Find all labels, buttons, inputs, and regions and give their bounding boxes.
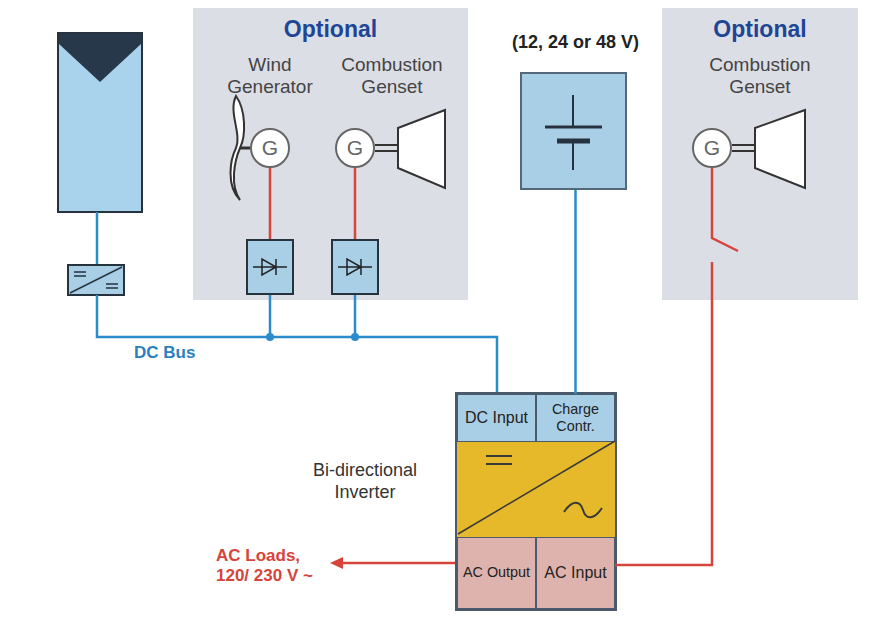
node-heading: G bbox=[701, 135, 723, 160]
engine-shaft bbox=[375, 145, 398, 151]
inverter-block: Bi-directional InverterDC InputCharge Co… bbox=[455, 392, 617, 611]
node-heading: Charge Contr. bbox=[537, 401, 614, 436]
rotor-shaft bbox=[240, 147, 250, 150]
generator-circle: G bbox=[335, 128, 375, 168]
node-heading: Bi-directional Inverter bbox=[287, 460, 443, 503]
node-heading: Optional bbox=[193, 16, 468, 44]
ac-wire bbox=[269, 168, 272, 240]
dc-wire bbox=[269, 294, 272, 337]
pv-module-band bbox=[59, 34, 141, 82]
engine-symbol bbox=[398, 110, 445, 188]
node-heading: DC Input bbox=[462, 408, 531, 427]
diode-symbol bbox=[338, 259, 372, 275]
inverter-diagonal bbox=[458, 441, 615, 534]
dcdc-converter bbox=[68, 265, 124, 295]
inverter-port-box: DC Input bbox=[457, 394, 536, 442]
ac-load-wire bbox=[340, 562, 455, 565]
engine-symbol bbox=[755, 110, 805, 188]
dc-wire bbox=[96, 212, 99, 265]
node-heading: G bbox=[344, 135, 366, 160]
node-heading: G bbox=[259, 135, 281, 160]
battery-plate bbox=[557, 139, 590, 144]
bus-label: DC Bus bbox=[134, 343, 224, 363]
dc-symbol bbox=[486, 456, 512, 464]
load-label: AC Loads, 120/ 230 V ~ bbox=[216, 546, 322, 587]
battery-box: (12, 24 or 48 V) bbox=[520, 72, 627, 190]
inverter-port-box: AC Output bbox=[457, 537, 536, 609]
wire-connector bbox=[615, 168, 738, 565]
junction-dot bbox=[351, 333, 359, 341]
dc-bus-wire bbox=[97, 295, 497, 392]
ac-wire bbox=[354, 168, 357, 240]
inverter-port-box: Charge Contr. bbox=[536, 394, 615, 442]
junction-dot bbox=[266, 333, 274, 341]
arrow-head bbox=[330, 557, 343, 569]
generator-circle: G bbox=[250, 128, 290, 168]
pv-module bbox=[58, 33, 142, 212]
rectifier-box bbox=[332, 240, 378, 294]
node-heading: (12, 24 or 48 V) bbox=[477, 32, 674, 54]
dc-wire bbox=[354, 294, 357, 337]
dc-symbol bbox=[74, 272, 118, 288]
diode-symbol bbox=[253, 259, 287, 275]
inverter-port-box: AC Input bbox=[536, 537, 615, 609]
ac-symbol bbox=[564, 503, 602, 518]
node-text: Combustion Genset bbox=[333, 54, 451, 98]
wire-connector bbox=[574, 190, 577, 394]
node-text: Combustion Genset bbox=[700, 54, 820, 98]
battery-lead bbox=[572, 95, 574, 170]
battery-plate bbox=[545, 126, 602, 129]
generator-circle: G bbox=[692, 128, 732, 168]
rectifier-box bbox=[247, 240, 293, 294]
node-heading: AC Output bbox=[460, 564, 533, 581]
node-heading: Optional bbox=[662, 16, 858, 44]
node-text: Wind Generator bbox=[215, 54, 325, 98]
engine-shaft bbox=[732, 145, 755, 151]
node-heading: AC Input bbox=[541, 563, 609, 582]
converter-diagonal bbox=[70, 267, 122, 293]
